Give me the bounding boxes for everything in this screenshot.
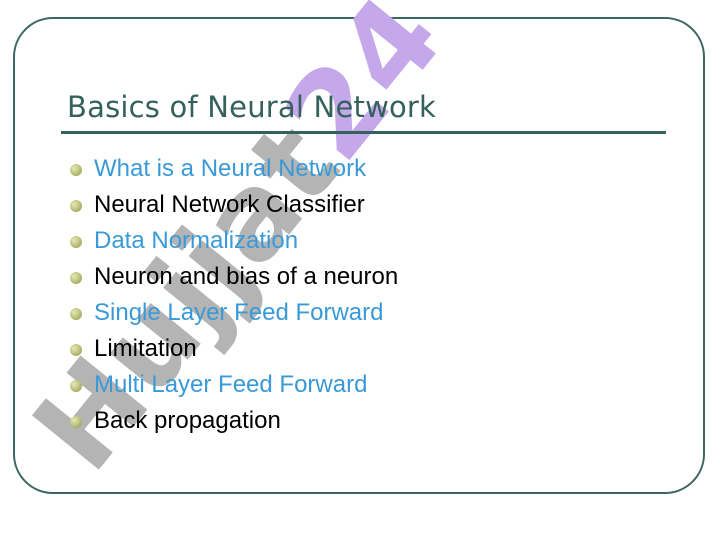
bullet-text: Neuron and bias of a neuron xyxy=(94,263,399,290)
bullet-text: Multi Layer Feed Forward xyxy=(94,371,368,398)
bullet-text: Limitation xyxy=(94,335,197,362)
bullet-text: Data Normalization xyxy=(94,227,299,254)
slide-frame xyxy=(13,17,705,494)
bullet-dot-icon xyxy=(70,272,82,284)
bullet-text: What is a Neural Network xyxy=(94,155,367,182)
bullet-dot-icon xyxy=(70,344,82,356)
bullet-text: Single Layer Feed Forward xyxy=(94,299,384,326)
bullet-dot-icon xyxy=(70,416,82,428)
slide-title: Basics of Neural Network xyxy=(67,90,437,124)
bullet-text: Neural Network Classifier xyxy=(94,191,365,218)
bullet-dot-icon xyxy=(70,236,82,248)
bullet-text: Back propagation xyxy=(94,407,281,434)
bullet-dot-icon xyxy=(70,164,82,176)
title-divider xyxy=(61,131,666,134)
bullet-dot-icon xyxy=(70,308,82,320)
bullet-dot-icon xyxy=(70,380,82,392)
bullet-dot-icon xyxy=(70,200,82,212)
